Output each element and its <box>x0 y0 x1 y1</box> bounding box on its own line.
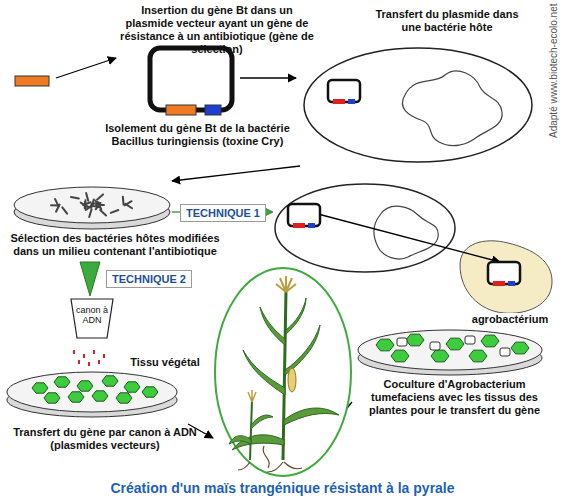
annotation: Sélection des bactéries hôtes modifiées … <box>5 232 225 258</box>
plant-tissue <box>376 334 529 362</box>
annotation: Insertion du gène Bt dans un plasmide ve… <box>118 4 316 56</box>
host-bacterium <box>304 48 532 162</box>
petri-dish <box>7 372 177 412</box>
technique-box: TECHNIQUE 1 <box>180 204 266 222</box>
corn-plant <box>229 276 339 472</box>
annotation: Transfert du plasmide dans une bactérie … <box>372 8 522 34</box>
petri-dish <box>358 330 542 370</box>
bt-gene <box>166 105 196 115</box>
plant-frame <box>215 268 351 476</box>
annotation: Tissu végétal <box>126 356 204 369</box>
arrow <box>56 58 116 78</box>
chromosome <box>374 206 438 259</box>
node-text: TECHNIQUE 2 <box>112 272 186 286</box>
watermark: Adapté www.biotech-ecolo.net <box>548 3 560 138</box>
plasmid <box>150 48 232 110</box>
agrobacterium <box>460 241 552 313</box>
dna-shots <box>74 350 104 366</box>
arrow <box>172 166 300 181</box>
arrow <box>240 77 296 78</box>
annotation: Coculture d'Agrobacterium tumefaciens av… <box>352 378 557 417</box>
bacteria-colony <box>51 193 132 217</box>
annotation: Isolement du gène Bt de la bactérie Baci… <box>95 122 300 148</box>
plasmid <box>288 204 520 286</box>
technique-box: TECHNIQUE 2 <box>106 270 192 288</box>
plant-tissue <box>32 376 158 403</box>
resistance-gene <box>205 105 221 115</box>
annotation: agrobactérium <box>470 313 550 326</box>
caption: Création d'un maïs trangénique résistant… <box>0 480 565 497</box>
node-text: canon à ADN <box>70 298 114 325</box>
technique-arrow <box>80 262 100 296</box>
annotation: Transfert du gène par canon à ADN (plasm… <box>5 426 205 452</box>
petri-dish <box>14 187 170 223</box>
arrow <box>318 214 500 262</box>
dna-gun: canon à ADN <box>70 298 114 339</box>
host-bacterium <box>275 184 455 272</box>
plasmid <box>328 80 360 104</box>
node-text: TECHNIQUE 1 <box>186 206 260 220</box>
bt-gene <box>15 76 49 86</box>
chromosome <box>402 71 502 146</box>
